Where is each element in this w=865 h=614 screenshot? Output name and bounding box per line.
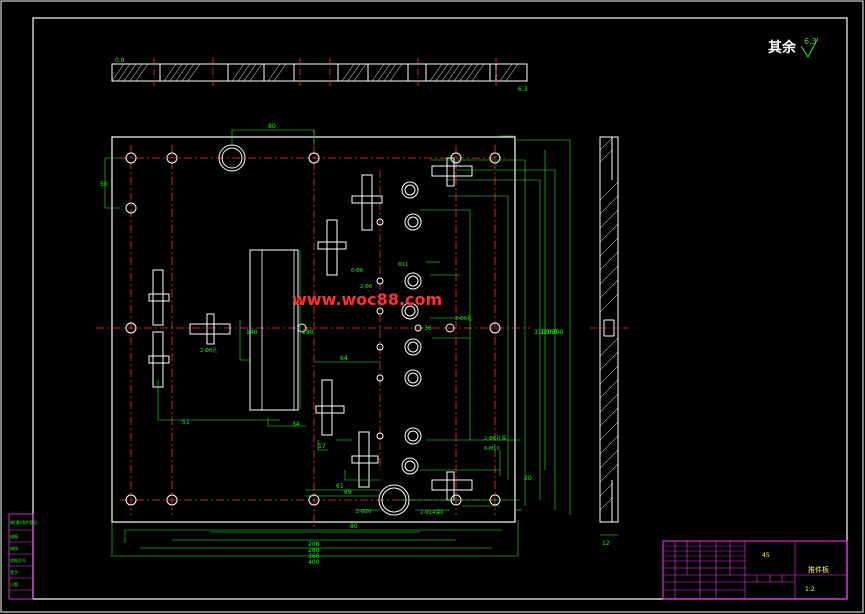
callout-c1: 6-Φ6 [351,268,363,274]
watermark: www.woc88.com [292,290,442,309]
plate-outline [111,136,516,523]
dim-36: 36 [424,325,432,332]
left-label-2: 描图 [10,533,18,539]
callout-c4: 2-Φ6孔 [455,315,472,322]
dim-right-310: 310 [534,329,546,336]
dim-bottom-280: 280 [308,547,320,554]
left-label-1: 借(通)用件登记 [10,519,37,525]
dim-17: 17 [318,443,326,450]
top-roughness-right: 6.3 [518,86,528,93]
front-view: 80 50 140 180 64 34 51 61 69 80 17 36 20… [96,123,571,566]
dim-80-bottom: 80 [350,523,358,530]
dim-20-right: 20 [524,475,532,482]
title-block: 45 推件板 1:2 [662,540,848,600]
dim-69: 69 [344,489,352,496]
callout-c2: 2-Φ8 [360,284,372,290]
callout-c5: 2-Φ8孔 [200,347,217,354]
dim-right-360: 360 [546,329,558,336]
dim-bottom-360: 360 [308,553,320,560]
left-label-3: 描校 [10,545,18,551]
roughness-symbol-icon [800,37,819,58]
dim-right-320: 320 [540,329,552,336]
roughness-note: 其余 [768,39,797,56]
title-scale: 1:2 [805,586,815,593]
dim-140: 140 [246,329,258,336]
dim-61: 61 [336,483,344,490]
top-roughness-left: 0.8 [115,57,125,64]
title-part-name: 推件板 [808,565,829,574]
dim-50-left: 50 [100,181,108,188]
dim-180: 180 [302,329,314,336]
callout-c8: 2-Φ20 [356,509,371,515]
drawing-frame [32,17,848,600]
dim-right-390: 390 [552,329,564,336]
roughness-value: 6.3 [804,37,817,46]
dim-80-top: 80 [268,123,276,130]
dim-51: 51 [182,419,190,426]
side-view: 12 [590,136,628,547]
left-label-strip: 借(通)用件登记 描图 描校 底图总号 签字 日期 [8,513,37,600]
top-view: 0.8 6.3 [111,57,528,93]
callout-c6: 2-Φ6孔深 [484,435,506,442]
left-label-6: 日期 [10,581,18,587]
left-label-4: 底图总号 [10,557,26,563]
dim-side-12: 12 [602,540,610,547]
dim-bottom-400: 400 [308,559,320,566]
dim-34: 34 [292,421,300,428]
dim-64: 64 [340,355,348,362]
callout-c3: Φ11 [398,262,408,268]
callout-c9: 2-Φ14深0 [420,509,443,516]
left-label-5: 签字 [10,569,18,575]
dim-bottom-208: 208 [308,541,320,548]
callout-c7: 6-M10 [484,446,500,452]
title-qty: 45 [762,552,770,559]
